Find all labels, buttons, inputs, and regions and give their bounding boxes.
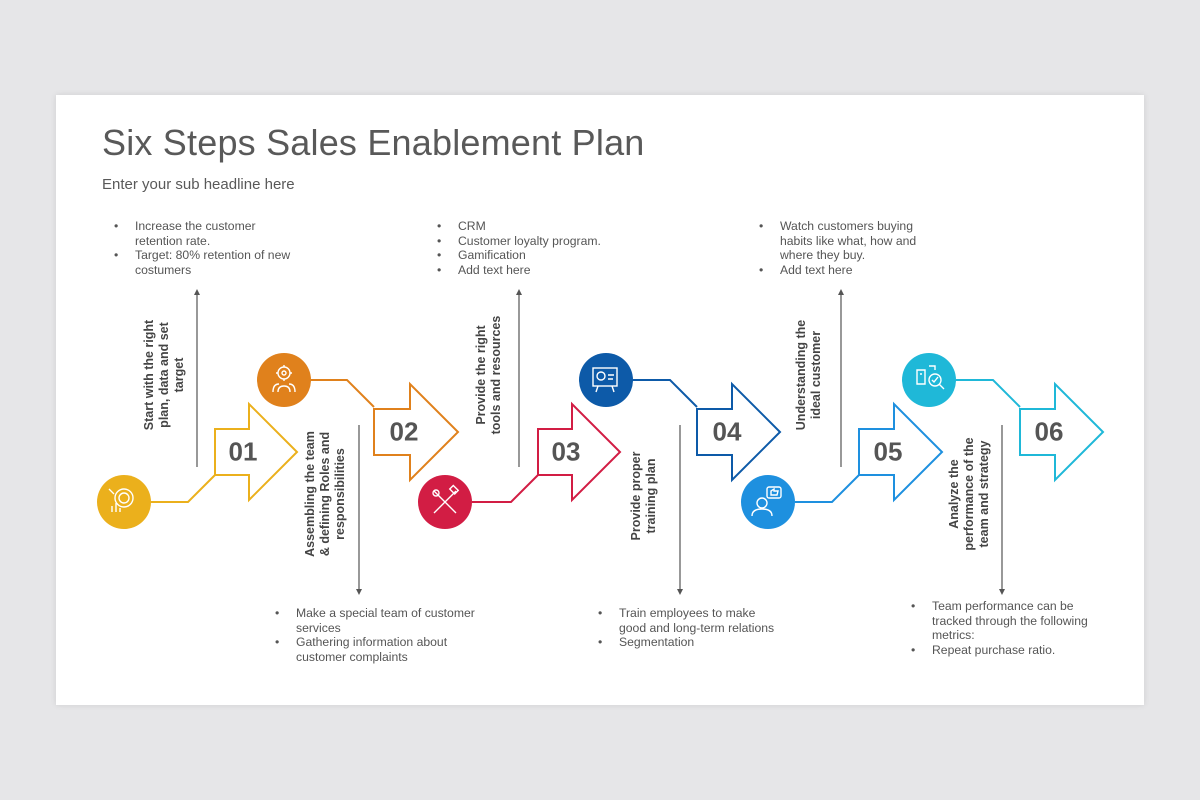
- step-5-bullets: Watch customers buying habits like what,…: [758, 219, 945, 277]
- step-1-label: Start with the right plan, data and set …: [141, 319, 186, 431]
- step-3-label: Provide the right tools and resources: [474, 315, 503, 435]
- bullet-item: Increase the customer retention rate.: [114, 219, 295, 248]
- team-gear-icon: [272, 365, 296, 393]
- step-2-arrow: [373, 381, 460, 483]
- step-3-connector: [472, 474, 539, 503]
- bullet-item: Team performance can be tracked through …: [911, 599, 1112, 643]
- step-2-bullets: Make a special team of customer services…: [274, 606, 481, 664]
- step-5-number: 05: [873, 436, 903, 467]
- step-6-arrow: [1019, 381, 1105, 483]
- step-1-connector: [151, 474, 216, 503]
- page-subtitle: Enter your sub headline here: [102, 176, 295, 193]
- step-2-connector: [311, 379, 375, 408]
- step-4-bullets: Train employees to make good and long-te…: [597, 606, 784, 650]
- bullet-item: Make a special team of customer services: [275, 606, 481, 635]
- step-5-connector: [795, 474, 860, 503]
- bullet-item: Add text here: [759, 263, 945, 278]
- bullet-item: Customer loyalty program.: [437, 234, 648, 249]
- bullet-item: Repeat purchase ratio.: [911, 643, 1112, 658]
- step-5-label: Understanding the ideal customer: [794, 319, 823, 431]
- bullet-item: Target: 80% retention of new costumers: [114, 248, 295, 277]
- tools-icon: [432, 484, 460, 514]
- bullet-item: Train employees to make good and long-te…: [598, 606, 784, 635]
- page-title: Six Steps Sales Enablement Plan: [102, 122, 645, 163]
- step-3-arrow: [537, 401, 622, 503]
- step-6-label: Analyze the performance of the team and …: [946, 437, 991, 551]
- step-6-group: [902, 353, 1105, 483]
- step-4-label: Provide proper training plan: [629, 451, 658, 541]
- step-3-bullets: CRM Customer loyalty program. Gamificati…: [436, 219, 648, 277]
- customer-like-icon: [751, 486, 782, 517]
- step-6-connector: [956, 379, 1021, 408]
- step-4-arrow: [696, 381, 782, 483]
- step-6-bullets: Team performance can be tracked through …: [910, 599, 1112, 657]
- step-1-bullets: Increase the customer retention rate. Ta…: [113, 219, 295, 277]
- step-1-group: [97, 401, 299, 529]
- bullet-item: CRM: [437, 219, 648, 234]
- step-2-number: 02: [389, 416, 419, 447]
- step-2-group: [257, 353, 460, 483]
- analytics-search-icon: [916, 365, 945, 390]
- bullet-item: Watch customers buying habits like what,…: [759, 219, 945, 263]
- training-board-icon: [592, 367, 618, 393]
- step-1-arrow: [214, 401, 299, 503]
- step-5-arrow: [858, 401, 944, 503]
- bullet-item: Segmentation: [598, 635, 784, 650]
- step-3-group: [418, 401, 622, 529]
- dollar-target-icon: [108, 488, 134, 512]
- step-2-label: Assembling the team & defining Roles and…: [302, 431, 347, 557]
- step-4-circle: [579, 353, 633, 407]
- step-6-number: 06: [1034, 416, 1064, 447]
- step-4-number: 04: [712, 416, 742, 447]
- step-5-circle: [741, 475, 795, 529]
- step-1-number: 01: [228, 436, 258, 467]
- bullet-item: Gathering information about customer com…: [275, 635, 481, 664]
- bullet-item: Gamification: [437, 248, 648, 263]
- step-4-group: [579, 353, 782, 483]
- step-4-connector: [633, 379, 698, 408]
- step-1-circle: [97, 475, 151, 529]
- step-3-number: 03: [551, 436, 581, 467]
- bullet-item: Add text here: [437, 263, 648, 278]
- step-5-group: [741, 401, 944, 529]
